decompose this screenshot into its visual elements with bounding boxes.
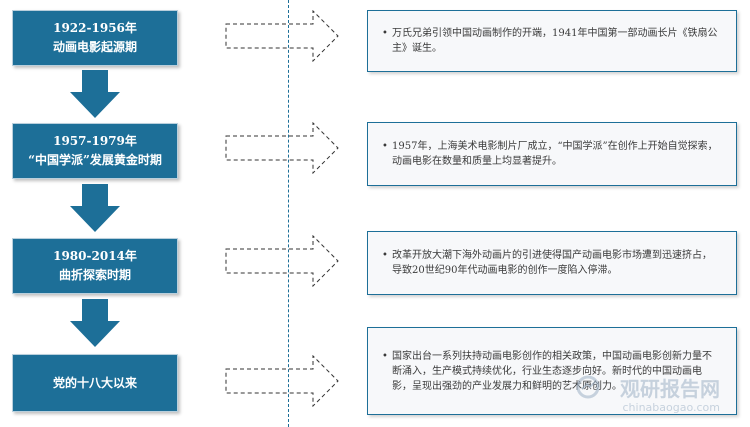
- stage-box-3: 1980-2014年 曲折探索时期: [12, 238, 178, 294]
- watermark-brand: 观研报告网: [620, 377, 720, 401]
- description-text: 万氏兄弟引领中国动画制作的开端，1941年中国第一部动画长片《铁扇公主》诞生。: [382, 26, 718, 56]
- stage-period: 1957-1979年: [53, 134, 137, 148]
- stage-box-4: 党的十八大以来: [12, 354, 178, 412]
- description-box-2: 1957年，上海美术电影制片厂成立，“中国学派”在创作上开始自觉探索，动画电影在…: [367, 122, 737, 186]
- stage-box-2: 1957-1979年 “中国学派”发展黄金时期: [12, 123, 178, 179]
- right-arrow-icon: [225, 122, 339, 174]
- down-arrow-icon: [70, 70, 120, 118]
- right-arrow-icon: [225, 235, 339, 287]
- timeline-divider: [288, 0, 289, 427]
- down-arrow-icon: [70, 299, 120, 347]
- stage-title: 动画电影起源期: [52, 40, 137, 54]
- description-text: 1957年，上海美术电影制片厂成立，“中国学派”在创作上开始自觉探索，动画电影在…: [382, 139, 718, 169]
- right-arrow-icon: [225, 10, 339, 62]
- description-box-1: 万氏兄弟引领中国动画制作的开端，1941年中国第一部动画长片《铁扇公主》诞生。: [367, 10, 737, 72]
- watermark-url: chinabaogao.com: [622, 401, 721, 414]
- description-text: 国家出台一系列扶持动画电影创作的相关政策，中国动画电影创新力量不断涌入，生产模式…: [382, 349, 718, 394]
- description-box-4: 国家出台一系列扶持动画电影创作的相关政策，中国动画电影创新力量不断涌入，生产模式…: [367, 327, 737, 415]
- watermark-logo-icon: [576, 375, 600, 399]
- watermark: 观研报告网 chinabaogao.com: [572, 371, 742, 421]
- stage-period: 1922-1956年: [53, 21, 137, 35]
- description-text: 改革开放大潮下海外动画片的引进使得国产动画电影市场遭到迅速挤占，导致20世纪90…: [382, 248, 718, 278]
- stage-title: “中国学派”发展黄金时期: [28, 153, 162, 167]
- down-arrow-icon: [70, 184, 120, 232]
- stage-box-1: 1922-1956年 动画电影起源期: [12, 10, 178, 66]
- stage-title: 党的十八大以来: [52, 375, 137, 390]
- description-box-3: 改革开放大潮下海外动画片的引进使得国产动画电影市场遭到迅速挤占，导致20世纪90…: [367, 231, 737, 295]
- right-arrow-icon: [225, 355, 339, 407]
- stage-title: 曲折探索时期: [58, 268, 131, 282]
- stage-period: 1980-2014年: [53, 249, 137, 263]
